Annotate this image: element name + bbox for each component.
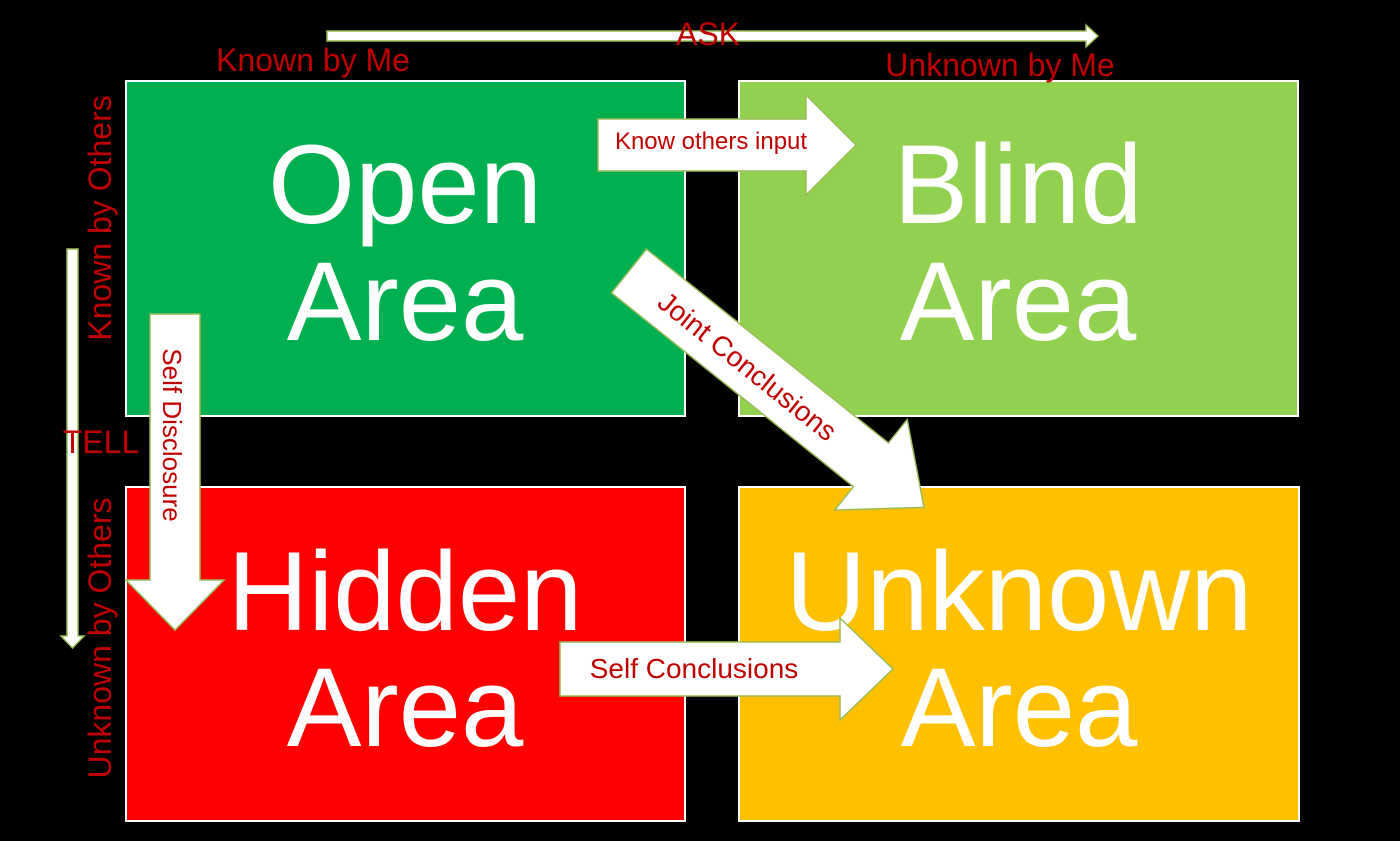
self-disclosure-arrow <box>124 313 226 632</box>
ask-arrow <box>326 23 1100 49</box>
blind-area-title: Blind <box>893 122 1142 247</box>
tell-arrow <box>59 248 86 650</box>
self-conclusions-arrow <box>559 616 895 722</box>
tell-label: TELL <box>63 424 139 460</box>
open-area-box <box>125 80 686 417</box>
hidden-area-title: Hidden <box>228 529 583 654</box>
unknown-by-me-label: Unknown by Me <box>885 47 1114 83</box>
unknown-area-subtitle: Area <box>901 645 1138 770</box>
know-others-input-label: Know others input <box>615 128 807 155</box>
know-others-input-arrow <box>597 93 858 197</box>
self-disclosure-label: Self Disclosure <box>157 348 187 521</box>
unknown-by-others-label: Unknown by Others <box>82 497 118 778</box>
known-by-me-label: Known by Me <box>216 42 410 78</box>
blind-area-subtitle: Area <box>900 239 1137 364</box>
self-conclusions-label: Self Conclusions <box>590 653 799 684</box>
open-area-subtitle: Area <box>287 239 524 364</box>
unknown-area-title: Unknown <box>786 529 1253 654</box>
ask-label: ASK <box>676 16 740 52</box>
open-area-title: Open <box>268 122 542 247</box>
hidden-area-subtitle: Area <box>287 645 524 770</box>
known-by-others-label: Known by Others <box>82 95 118 340</box>
joint-conclusions-arrow <box>610 248 925 511</box>
